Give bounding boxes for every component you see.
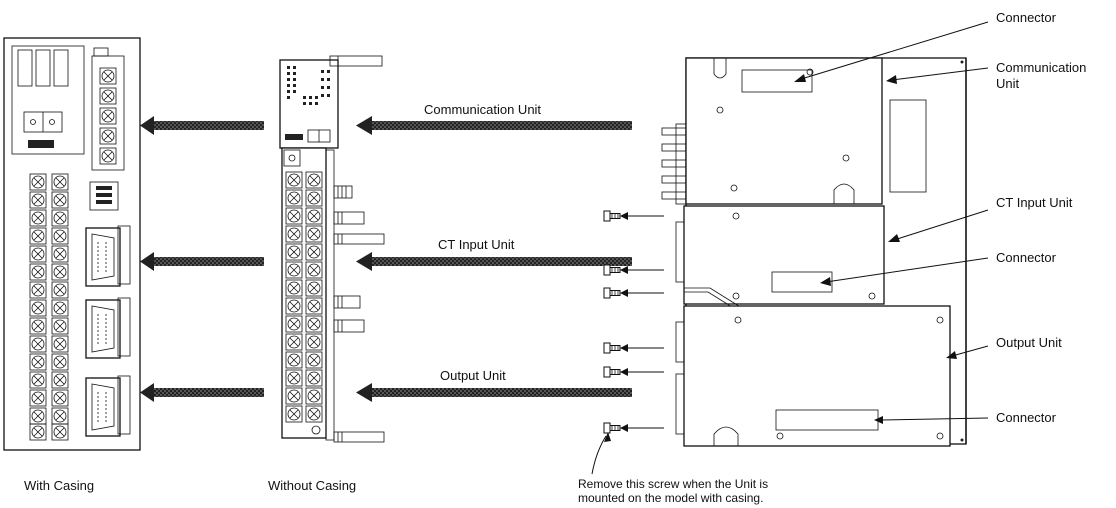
arrow-label-output: Output Unit: [440, 368, 506, 383]
unit-without-casing: [279, 55, 385, 443]
note-screw-line1: Remove this screw when the Unit is: [578, 477, 768, 491]
label-ct-input-unit: CT Input Unit: [996, 195, 1073, 210]
note-screw-line2: mounted on the model with casing.: [578, 491, 763, 505]
label-connector-top: Connector: [996, 10, 1057, 25]
caption-with-casing: With Casing: [24, 478, 94, 493]
arrows-left-column: [140, 116, 264, 402]
arrows-middle-column: [356, 116, 632, 402]
arrow-label-ct-input: CT Input Unit: [438, 237, 515, 252]
arrow-label-communication: Communication Unit: [424, 102, 541, 117]
screws-removable: [603, 210, 664, 434]
label-communication-unit-line2: Unit: [996, 76, 1020, 91]
label-connector-mid: Connector: [996, 250, 1057, 265]
label-communication-unit-line1: Communication: [996, 60, 1086, 75]
exploded-unit-stack: [661, 57, 967, 447]
leader-lines: [591, 21, 989, 475]
label-connector-bottom: Connector: [996, 410, 1057, 425]
unit-with-casing: [3, 37, 141, 451]
label-output-unit: Output Unit: [996, 335, 1062, 350]
caption-without-casing: Without Casing: [268, 478, 356, 493]
